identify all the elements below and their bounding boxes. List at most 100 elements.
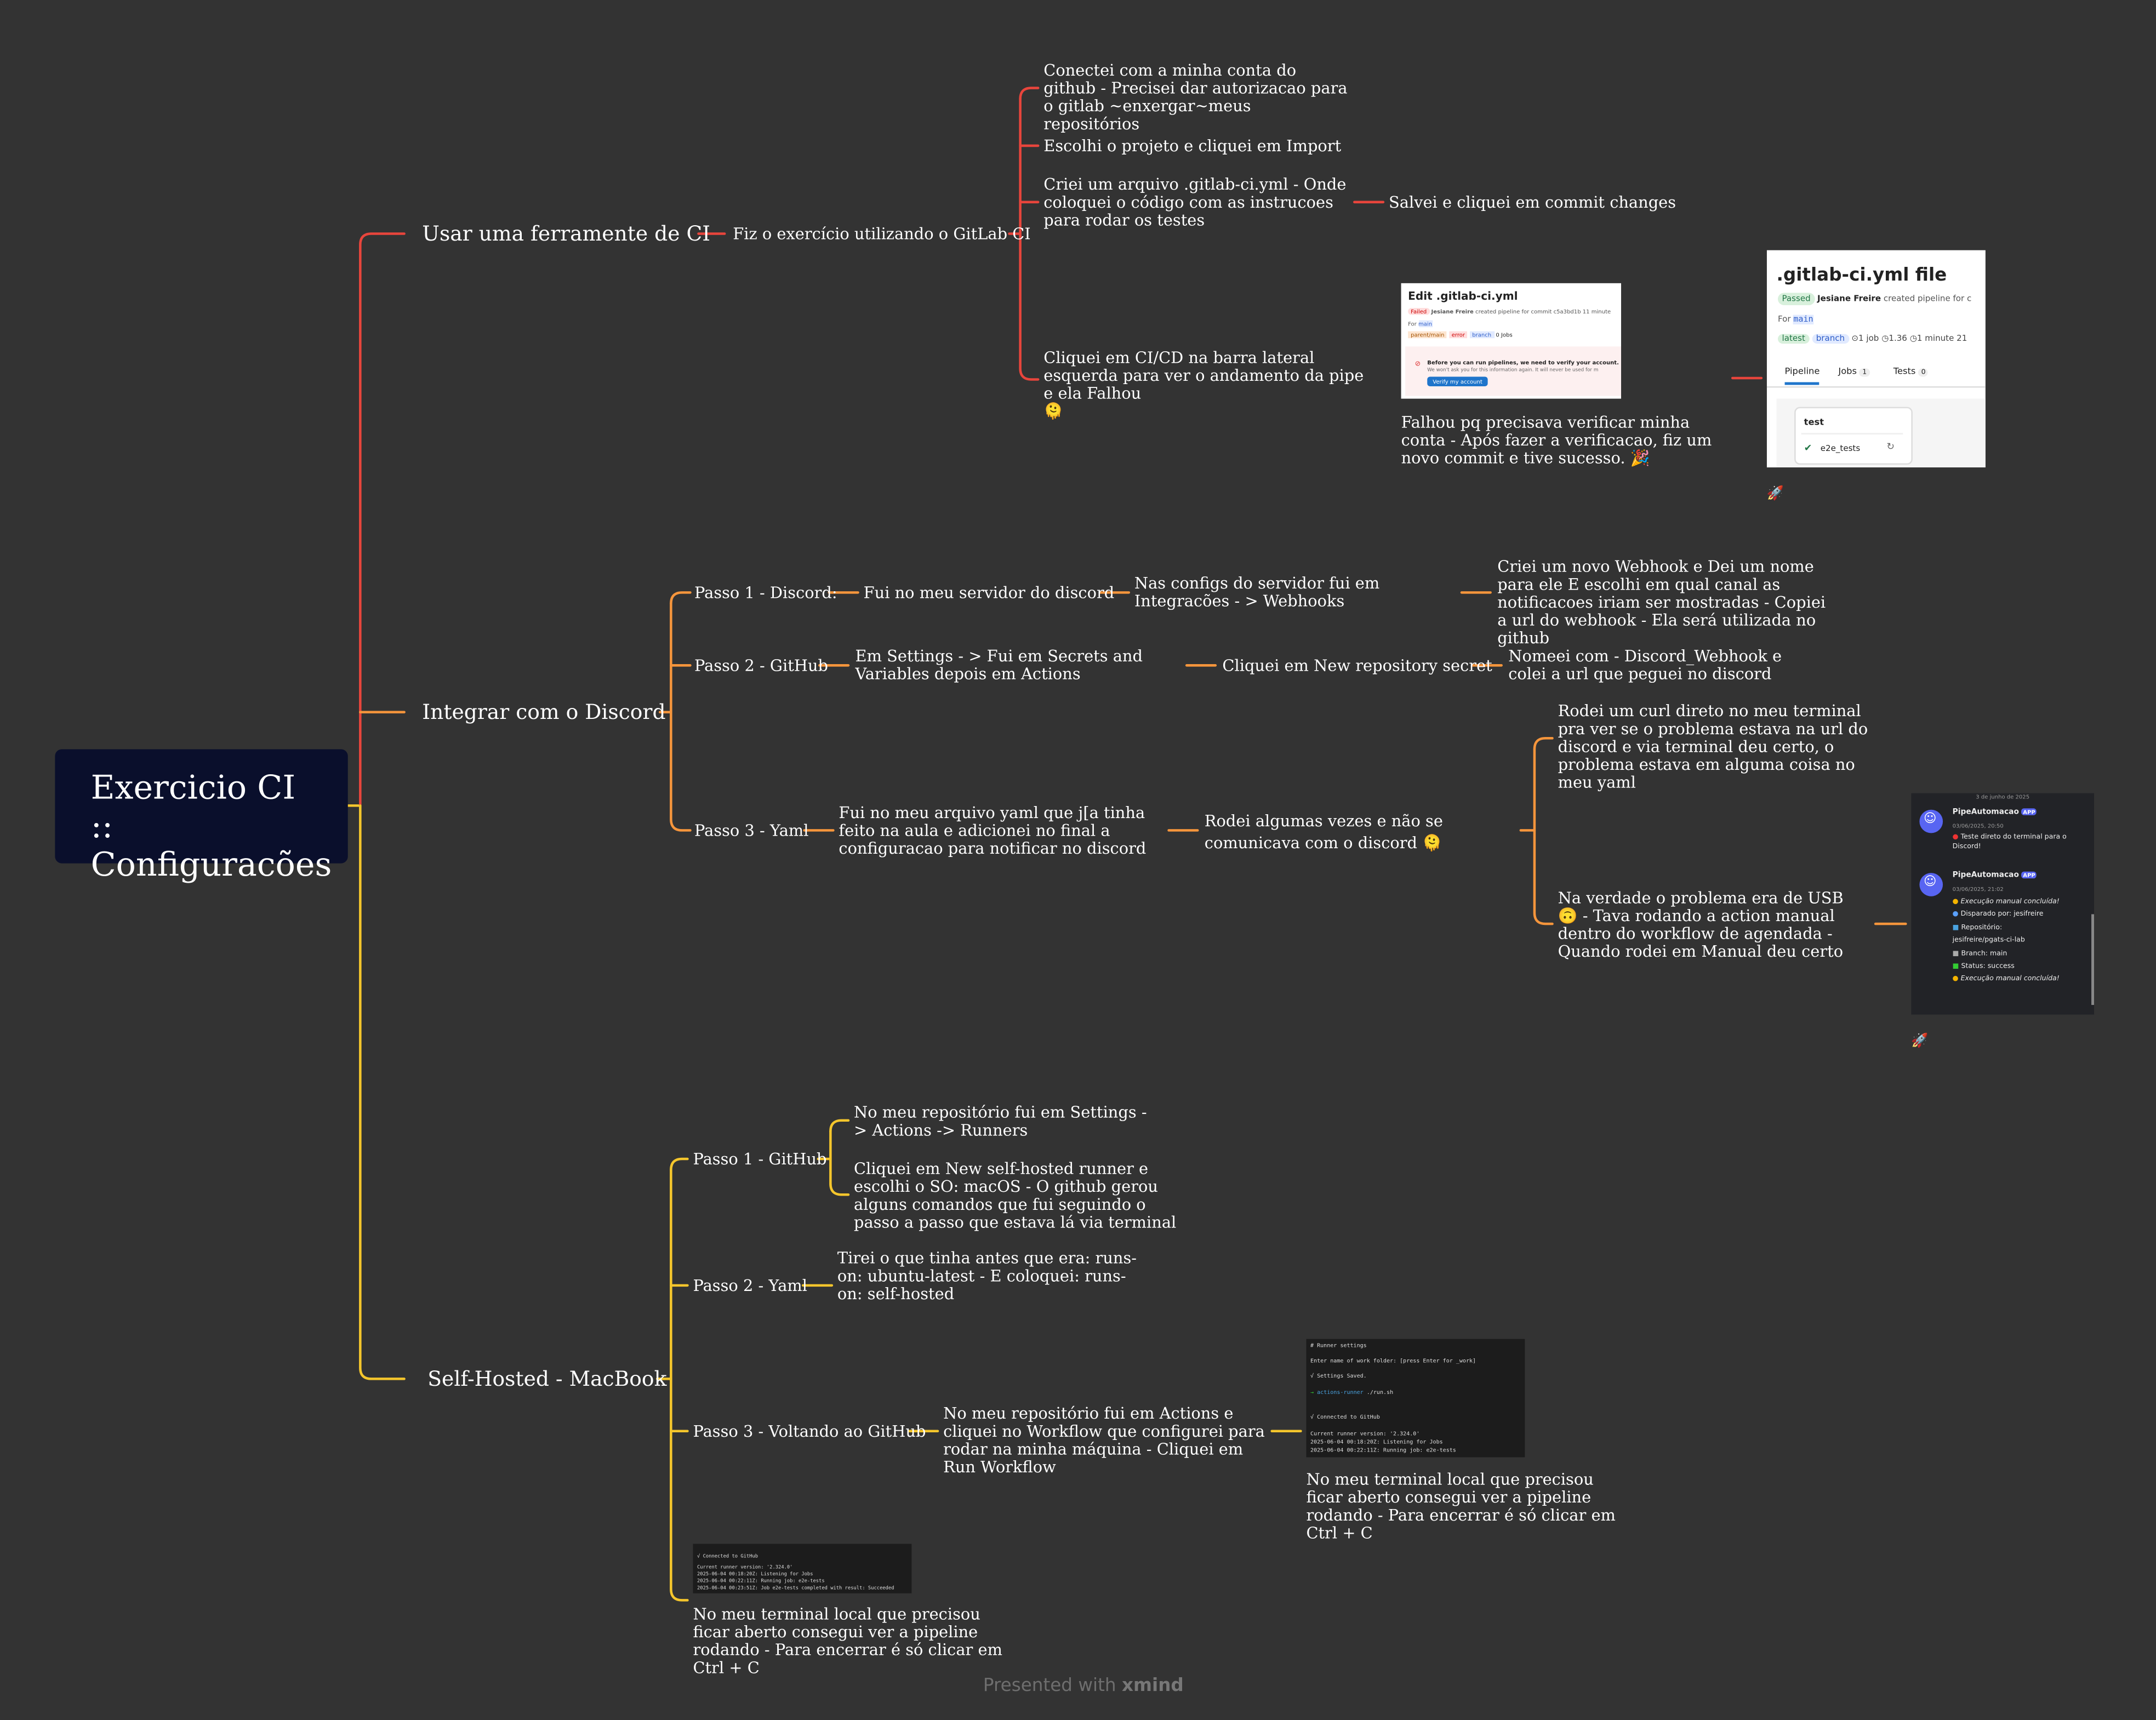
discord-msg2-time: 03/06/2025, 21:02 bbox=[1952, 885, 2004, 893]
clock-icon: ◷ bbox=[1881, 334, 1889, 344]
discord-passo1-a[interactable]: Fui no meu servidor do discord bbox=[863, 582, 1115, 602]
term1-line8: 2025-06-04 00:22:11Z: Running job: e2e-t… bbox=[1310, 1446, 1456, 1453]
term2-line4: 2025-06-04 00:22:11Z: Running job: e2e-t… bbox=[697, 1578, 825, 1584]
discord-msg1-time: 03/06/2025, 20:50 bbox=[1952, 822, 2004, 829]
pipeline-graph: test ✔ e2e_tests ↻ bbox=[1776, 398, 1986, 468]
edit-author: Jesiane Freire bbox=[1431, 307, 1474, 315]
discord-passo2-b[interactable]: Cliquei em New repository secret bbox=[1222, 655, 1492, 675]
ci-failed-caption[interactable]: Falhou pq precisava verificar minha cont… bbox=[1401, 413, 1729, 468]
alert-icon: ⊘ bbox=[1414, 360, 1421, 369]
selfhosted-passo4-caption[interactable]: No meu terminal local que precisou ficar… bbox=[693, 1604, 1002, 1677]
rocket-icon-2: 🚀 bbox=[1911, 1033, 1929, 1049]
branch-self-hosted[interactable]: Self-Hosted - MacBook bbox=[427, 1366, 667, 1392]
edit-main: main bbox=[1418, 320, 1433, 328]
folder-icon: ■ bbox=[1952, 923, 1959, 932]
term1-line7: 2025-06-04 00:18:20Z: Listening for Jobs bbox=[1310, 1438, 1443, 1445]
party-popper-icon: 🎉 bbox=[1630, 448, 1650, 468]
user-icon: ● bbox=[1952, 910, 1959, 919]
passed-main: main bbox=[1793, 315, 1813, 325]
edit-meta: created pipeline for commit bbox=[1475, 307, 1552, 315]
ci-step-connect[interactable]: Conectei com a minha conta do github - P… bbox=[1043, 60, 1348, 134]
stage-card: test ✔ e2e_tests ↻ bbox=[1794, 407, 1913, 465]
discord-passo1-b[interactable]: Nas configs do servidor fui em Integracõ… bbox=[1134, 573, 1380, 610]
edit-tag-branch: branch bbox=[1469, 331, 1495, 339]
branch-ci[interactable]: Usar uma ferramente de CI bbox=[422, 221, 711, 247]
tab-jobs-count: 1 bbox=[1860, 368, 1870, 377]
term1-line5: √ Connected to GitHub bbox=[1310, 1413, 1380, 1420]
passed-meta: created pipeline for c bbox=[1883, 294, 1972, 304]
tab-jobs-label: Jobs bbox=[1838, 365, 1857, 377]
ci-step-import[interactable]: Escolhi o projeto e cliquei em Import bbox=[1043, 136, 1342, 156]
selfhosted-passo3-caption[interactable]: No meu terminal local que precisou ficar… bbox=[1306, 1470, 1616, 1542]
passed-author: Jesiane Freire bbox=[1817, 294, 1881, 304]
alert-title: Before you can run pipelines, we need to… bbox=[1427, 358, 1619, 366]
retry-icon[interactable]: ↻ bbox=[1886, 441, 1895, 453]
discord-passo2-c[interactable]: Nomeei com - Discord_Webhook e colei a u… bbox=[1508, 646, 1782, 683]
discord-passo3-d[interactable]: Na verdade o problema era de USB 🙃 - Tav… bbox=[1558, 889, 1863, 961]
tab-tests[interactable]: Tests 0 bbox=[1893, 365, 1929, 377]
discord-passo3-b[interactable]: Rodei algumas vezes e não se comunicava … bbox=[1205, 810, 1521, 854]
edit-tag-error: error bbox=[1448, 331, 1468, 339]
selfhosted-passo2[interactable]: Passo 2 - Yaml bbox=[693, 1276, 808, 1295]
failed-badge: Failed bbox=[1408, 307, 1430, 315]
ci-step-cicd-text: Cliquei em CI/CD na barra lateral esquer… bbox=[1043, 347, 1364, 403]
selfhosted-passo3-a[interactable]: No meu repositório fui em Actions e cliq… bbox=[943, 1403, 1265, 1477]
verify-account-button[interactable]: Verify my account bbox=[1427, 376, 1488, 387]
edit-hash: c5a3bd1b bbox=[1553, 307, 1581, 315]
discord-passo1[interactable]: Passo 1 - Discord: bbox=[694, 582, 837, 602]
discord-passo3-d2-text: - Tava rodando a action manual dentro do… bbox=[1558, 906, 1844, 961]
job-name[interactable]: e2e_tests bbox=[1820, 444, 1861, 454]
discord-passo3-a[interactable]: Fui no meu arquivo yaml que j[a tinha fe… bbox=[839, 803, 1147, 858]
app-badge-2: APP bbox=[2021, 871, 2037, 879]
discord-msg6-text: Branch: main bbox=[1961, 949, 2007, 958]
selfhosted-passo1-b[interactable]: Cliquei em New self-hosted runner e esco… bbox=[854, 1159, 1177, 1232]
discord-passo3-c[interactable]: Rodei um curl direto no meu terminal pra… bbox=[1558, 701, 1868, 792]
ci-gitlab-node[interactable]: Fiz o exercício utilizando o GitLab CI bbox=[733, 224, 1031, 244]
screenshot-discord-messages: 3 de junho de 2025 ☺ PipeAutomacao APP 0… bbox=[1911, 793, 2095, 1015]
discord-msg1-text: Teste direto do terminal para o Discord! bbox=[1952, 833, 2067, 852]
selfhosted-passo1[interactable]: Passo 1 - GitHub bbox=[693, 1149, 827, 1169]
screenshot-pipeline-failed: Edit .gitlab-ci.yml Failed Jesiane Freir… bbox=[1401, 283, 1621, 399]
edit-tags-row: parent/main error branch 0 Jobs bbox=[1408, 331, 1513, 339]
selfhosted-passo2-a[interactable]: Tirei o que tinha antes que era: runs-on… bbox=[837, 1248, 1137, 1304]
term2-line5: 2025-06-04 00:23:51Z: Job e2e-tests comp… bbox=[697, 1585, 894, 1591]
passed-for: For bbox=[1778, 315, 1791, 325]
melting-face-icon: 🫠 bbox=[1043, 401, 1064, 421]
term1-cmd: ./run.sh bbox=[1366, 1388, 1394, 1396]
branch-badge: branch bbox=[1812, 334, 1849, 344]
discord-msg4-text: Repositório: bbox=[1961, 923, 2003, 932]
footer: Presented with xmind bbox=[983, 1676, 1184, 1696]
discord-passo3-d-text: Na verdade o problema era de USB bbox=[1558, 888, 1844, 907]
discord-msg8-text: Execução manual concluída! bbox=[1960, 975, 2060, 984]
rocket-icon: 🚀 bbox=[1766, 487, 1784, 502]
screenshot-terminal-succeeded: √ Connected to GitHub Current runner ver… bbox=[693, 1544, 912, 1593]
ci-step-commit[interactable]: Salvei e cliquei em commit changes bbox=[1388, 192, 1676, 212]
term1-line2: Enter name of work folder: [press Enter … bbox=[1310, 1357, 1476, 1364]
discord-msg1-header: PipeAutomacao APP bbox=[1953, 808, 2037, 816]
scrollbar[interactable] bbox=[2091, 914, 2095, 1005]
ci-step-create-file[interactable]: Criei um arquivo .gitlab-ci.yml - Onde c… bbox=[1043, 174, 1347, 230]
passed-time: 1.36 bbox=[1889, 334, 1907, 344]
footer-text: Presented with bbox=[983, 1676, 1116, 1696]
ci-step-cicd[interactable]: Cliquei em CI/CD na barra lateral esquer… bbox=[1043, 347, 1367, 421]
edit-for: For bbox=[1408, 320, 1417, 328]
discord-passo2[interactable]: Passo 2 - GitHub bbox=[694, 655, 829, 675]
tab-jobs[interactable]: Jobs 1 bbox=[1838, 365, 1870, 377]
discord-bot-name-2: PipeAutomacao bbox=[1952, 871, 2019, 880]
selfhosted-passo1-a[interactable]: No meu repositório fui em Settings -> Ac… bbox=[854, 1102, 1147, 1140]
tab-pipeline[interactable]: Pipeline bbox=[1784, 365, 1820, 385]
xmind-logo[interactable]: xmind bbox=[1121, 1676, 1184, 1696]
term1-line6: Current runner version: '2.324.0' bbox=[1310, 1430, 1420, 1437]
latest-badge: latest bbox=[1778, 334, 1810, 344]
discord-passo3[interactable]: Passo 3 - Yaml bbox=[694, 820, 809, 840]
edit-minutes: 11 minute bbox=[1582, 307, 1611, 315]
passed-badge: Passed bbox=[1778, 293, 1815, 305]
verify-alert: ⊘ Before you can run pipelines, we need … bbox=[1405, 346, 1621, 396]
branch-discord[interactable]: Integrar com o Discord bbox=[422, 700, 666, 725]
discord-passo2-a[interactable]: Em Settings - > Fui em Secrets and Varia… bbox=[855, 646, 1143, 683]
discord-passo3-b-text: Rodei algumas vezes e não se comunicava … bbox=[1204, 811, 1443, 853]
discord-passo1-c[interactable]: Criei um novo Webhook e Dei um nome para… bbox=[1497, 557, 1826, 648]
root-topic[interactable]: Exercicio CI :: Configuracões bbox=[55, 749, 348, 884]
discord-msg7-text: Status: success bbox=[1961, 962, 2015, 971]
selfhosted-passo3[interactable]: Passo 3 - Voltando ao GitHub bbox=[693, 1421, 926, 1441]
